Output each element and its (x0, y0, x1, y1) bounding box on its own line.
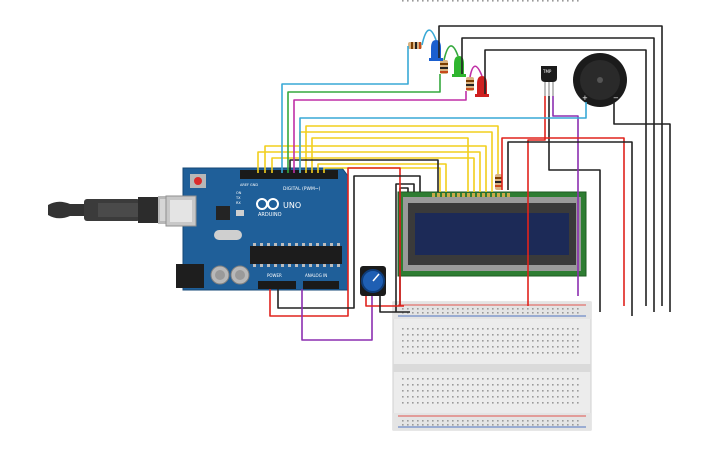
gnd-label: GND (250, 183, 258, 187)
tx-led-label: TX (235, 196, 241, 200)
reset-button[interactable] (194, 177, 202, 185)
buzzer-minus-label: − (613, 94, 619, 102)
piezo-buzzer: + − (573, 53, 627, 107)
atmega-chip (250, 246, 342, 264)
blue-led-icon (429, 40, 443, 61)
led-resistor-2 (440, 60, 448, 74)
arduino-uno-board: ARDUINO UNO DIGITAL (PWM~) POWER ANALOG … (165, 167, 349, 291)
analog-label: ANALOG IN (305, 273, 327, 278)
sensor-label: TMP (542, 69, 552, 74)
buzzer-plus-label: + (582, 94, 588, 102)
led-resistor-3 (466, 77, 474, 91)
analog-header (303, 281, 339, 289)
lcd-backlight-resistor (495, 174, 502, 190)
digital-header (240, 170, 338, 179)
digital-label: DIGITAL (PWM~) (283, 186, 321, 192)
aref-label: AREF (240, 183, 249, 187)
green-led-icon (452, 56, 466, 77)
power-label: POWER (267, 273, 282, 278)
arduino-model-text: UNO (283, 201, 301, 210)
wires (257, 25, 671, 341)
arduino-brand-text: ARDUINO (258, 212, 282, 218)
rx-led-label: RX (236, 201, 241, 205)
lcd-16x2-display (397, 191, 587, 277)
red-led-icon (475, 76, 489, 97)
breadboard (392, 0, 592, 431)
arduino-logo-icon (256, 198, 279, 210)
power-header (258, 281, 296, 289)
potentiometer-knob-icon[interactable] (360, 266, 386, 296)
on-led-label: ON (236, 191, 242, 195)
led-resistor-1 (408, 42, 422, 49)
temperature-sensor: TMP (541, 66, 557, 96)
lcd-screen (415, 213, 569, 255)
